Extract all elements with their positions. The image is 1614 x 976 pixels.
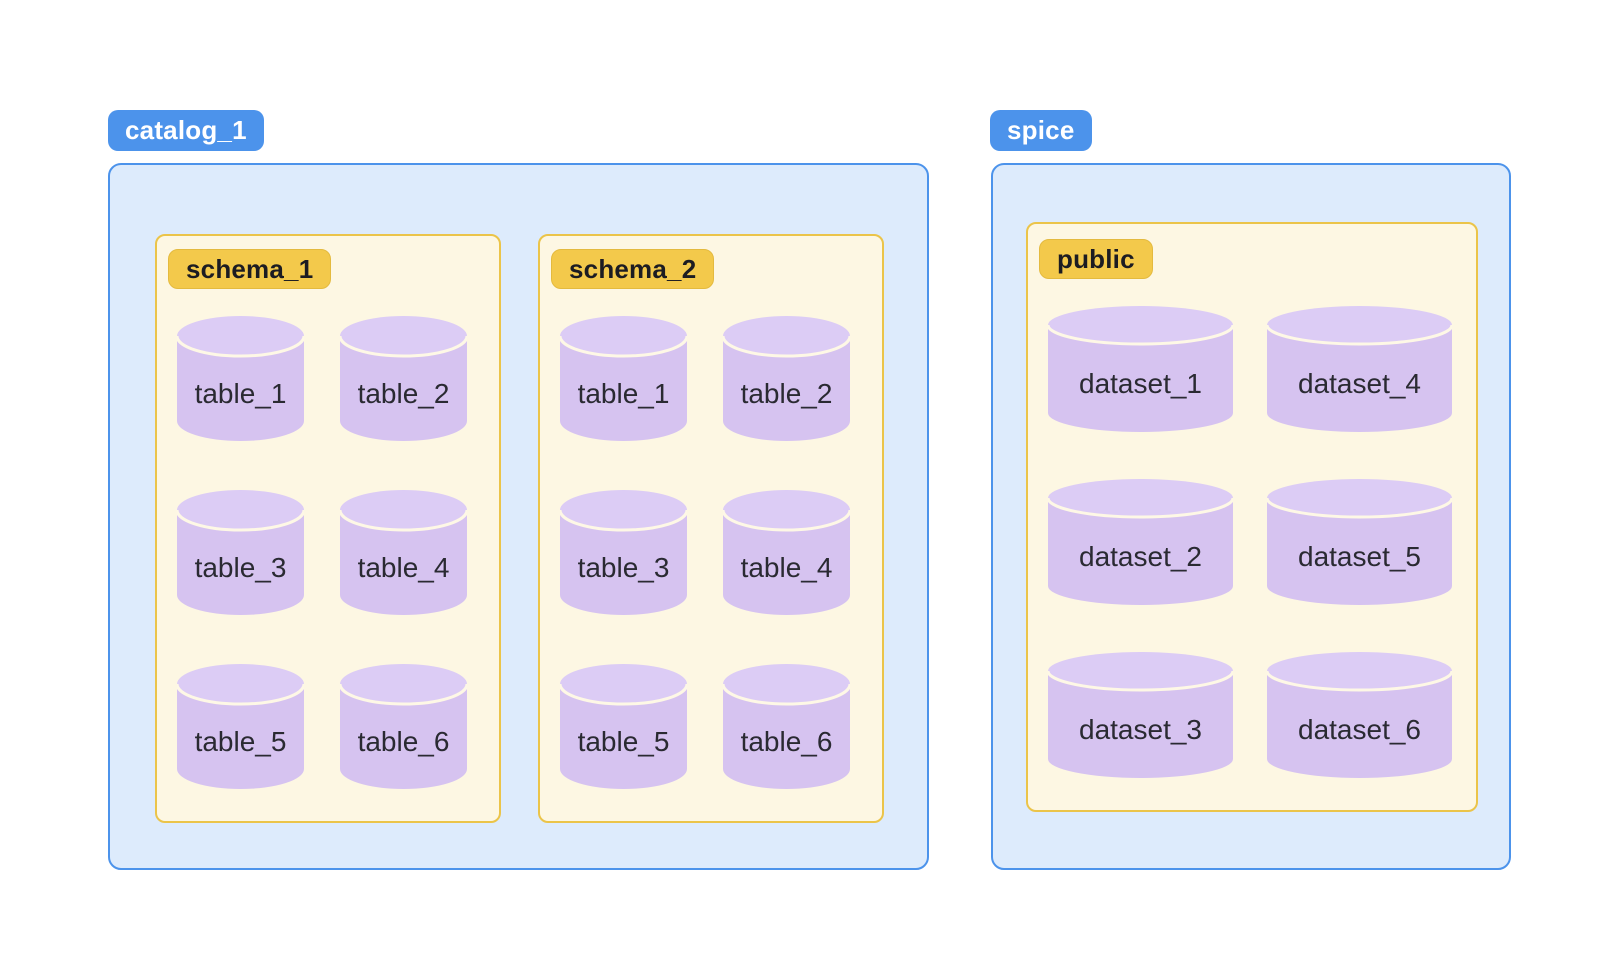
table-cylinder: table_6 [723, 664, 850, 789]
dataset-cylinder: dataset_4 [1267, 306, 1452, 432]
table-cylinder: table_6 [340, 664, 467, 789]
table-cylinder: table_5 [177, 664, 304, 789]
schema-2-container: schema_2 table_1 table_2 table_3 table_4… [538, 234, 884, 823]
spice-badge: spice [990, 110, 1092, 151]
spice-container: public dataset_1 dataset_2 dataset_3 dat… [991, 163, 1511, 870]
schema-1-container: schema_1 table_1 table_2 table_3 table_4… [155, 234, 501, 823]
database-cylinder-icon [177, 316, 304, 441]
catalog-1-container: schema_1 table_1 table_2 table_3 table_4… [108, 163, 929, 870]
database-cylinder-icon [177, 490, 304, 615]
dataset-label: dataset_4 [1298, 368, 1421, 400]
schema-1-table-grid: table_1 table_2 table_3 table_4 table_5 … [177, 316, 467, 789]
database-cylinder-icon [560, 490, 687, 615]
table-cylinder: table_3 [560, 490, 687, 615]
table-label: table_4 [357, 551, 450, 583]
catalog-1-badge: catalog_1 [108, 110, 264, 151]
database-cylinder-icon [340, 664, 467, 789]
table-cylinder: table_5 [560, 664, 687, 789]
table-label: table_2 [357, 377, 450, 409]
dataset-label: dataset_5 [1298, 541, 1421, 573]
dataset-label: dataset_3 [1079, 714, 1202, 746]
table-cylinder: table_1 [560, 316, 687, 441]
table-cylinder: table_3 [177, 490, 304, 615]
table-label: table_5 [577, 725, 670, 757]
dataset-cylinder: dataset_3 [1048, 652, 1233, 778]
public-badge: public [1039, 239, 1153, 279]
table-label: table_6 [740, 725, 833, 757]
dataset-cylinder: dataset_5 [1267, 479, 1452, 605]
schema-2-badge: schema_2 [551, 249, 715, 289]
database-cylinder-icon [177, 664, 304, 789]
schema-2-table-grid: table_1 table_2 table_3 table_4 table_5 … [560, 316, 850, 789]
database-cylinder-icon [340, 316, 467, 441]
table-cylinder: table_4 [723, 490, 850, 615]
dataset-label: dataset_2 [1079, 541, 1202, 573]
dataset-cylinder: dataset_2 [1048, 479, 1233, 605]
database-cylinder-icon [560, 664, 687, 789]
table-cylinder: table_2 [723, 316, 850, 441]
table-cylinder: table_2 [340, 316, 467, 441]
database-cylinder-icon [723, 664, 850, 789]
dataset-label: dataset_6 [1298, 714, 1421, 746]
table-cylinder: table_4 [340, 490, 467, 615]
table-label: table_1 [577, 377, 670, 409]
public-dataset-grid: dataset_1 dataset_2 dataset_3 dataset_4 … [1048, 306, 1452, 778]
database-cylinder-icon [560, 316, 687, 441]
table-label: table_2 [740, 377, 833, 409]
database-cylinder-icon [1048, 479, 1233, 605]
database-cylinder-icon [1048, 652, 1233, 778]
dataset-cylinder: dataset_1 [1048, 306, 1233, 432]
table-label: table_3 [194, 551, 287, 583]
table-label: table_5 [194, 725, 287, 757]
database-cylinder-icon [723, 490, 850, 615]
table-cylinder: table_1 [177, 316, 304, 441]
schema-1-badge: schema_1 [168, 249, 332, 289]
table-label: table_1 [194, 377, 287, 409]
table-label: table_3 [577, 551, 670, 583]
database-cylinder-icon [1267, 306, 1452, 432]
database-cylinder-icon [1048, 306, 1233, 432]
table-label: table_4 [740, 551, 833, 583]
database-cylinder-icon [1267, 652, 1452, 778]
public-schema-container: public dataset_1 dataset_2 dataset_3 dat… [1026, 222, 1478, 812]
database-cylinder-icon [723, 316, 850, 441]
dataset-label: dataset_1 [1079, 368, 1202, 400]
table-label: table_6 [357, 725, 450, 757]
dataset-cylinder: dataset_6 [1267, 652, 1452, 778]
database-cylinder-icon [340, 490, 467, 615]
database-cylinder-icon [1267, 479, 1452, 605]
